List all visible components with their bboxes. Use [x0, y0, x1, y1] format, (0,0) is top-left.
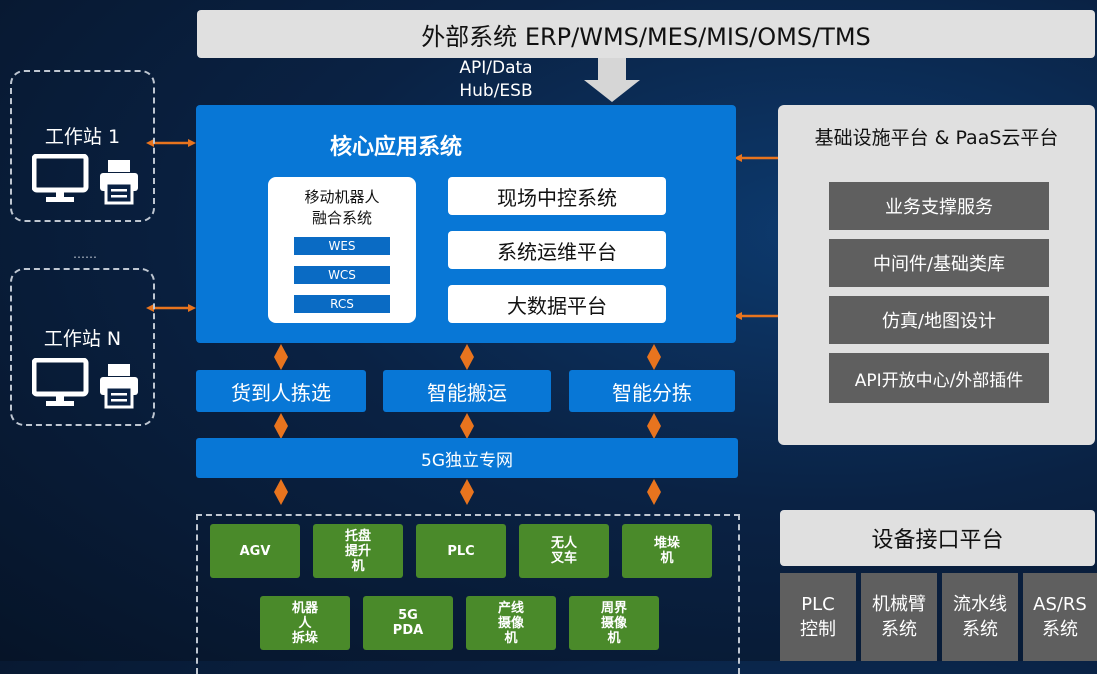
device-line-camera-line1: 产线	[497, 600, 524, 616]
smart-transport[interactable]: 智能搬运	[383, 370, 551, 412]
external-systems-label: 外部系统 ERP/WMS/MES/MIS/OMS/TMS	[421, 22, 871, 51]
5g-network-bar: 5G独立专网	[196, 438, 738, 478]
api-down-arrow	[584, 55, 640, 102]
robot-arm-system-box[interactable]: 机械臂 系统	[861, 573, 937, 661]
device-line-camera[interactable]: 产线 摄像 机	[466, 596, 556, 650]
assembly-line-line1: 流水线	[953, 594, 1007, 615]
business-support-service[interactable]: 业务支撑服务	[829, 182, 1049, 230]
device-forklift-line2: 叉车	[550, 551, 577, 566]
device-5g-pda-line2: PDA	[392, 623, 424, 638]
device-line-camera-line3: 机	[504, 630, 518, 646]
goods-to-person-picking[interactable]: 货到人拣选	[196, 370, 366, 412]
stations-ellipsis: ……	[73, 247, 97, 261]
workstation-n-label: 工作站 N	[43, 328, 122, 350]
core-system-title: 核心应用系统	[329, 135, 462, 160]
site-control-system[interactable]: 现场中控系统	[448, 177, 666, 215]
core-system-panel: 核心应用系统 移动机器人 融合系统 WES WCS RCS 现场中控系统 系统运…	[196, 105, 736, 343]
device-robot-depalletizer-line2: 人	[298, 615, 312, 631]
big-data-platform[interactable]: 大数据平台	[448, 285, 666, 323]
device-interface-title-bar: 设备接口平台	[780, 510, 1095, 566]
monitor-icon	[32, 358, 89, 406]
asrs-line2: 系统	[1042, 619, 1078, 640]
workstation-1-label: 工作站 1	[44, 126, 121, 148]
asrs-system-box[interactable]: AS/RS 系统	[1023, 573, 1097, 661]
assembly-line-line2: 系统	[962, 619, 998, 640]
api-label: API/Data Hub/ESB	[436, 56, 556, 104]
workstation-1[interactable]: 工作站 1	[10, 70, 155, 222]
infra-paas-title: 基础设施平台 & PaaS云平台	[814, 127, 1059, 149]
device-forklift-line1: 无人	[550, 536, 577, 551]
api-label-line1: API/Data	[459, 58, 533, 78]
robot-fusion-title-line1: 移动机器人	[304, 188, 380, 206]
wes-strip[interactable]: WES	[294, 237, 390, 255]
plc-control-line2: 控制	[800, 619, 836, 640]
device-pallet-lift-line3: 机	[351, 558, 365, 574]
device-perimeter-camera-line1: 周界	[600, 600, 627, 616]
robot-arm-line1: 机械臂	[872, 594, 926, 615]
device-pallet-lift-line2: 提升	[344, 543, 371, 559]
device-stacker-line1: 堆垛	[653, 536, 680, 551]
plc-control-box[interactable]: PLC 控制	[780, 573, 856, 661]
wcs-strip[interactable]: WCS	[294, 266, 390, 284]
device-5g-pda-line1: 5G	[398, 608, 418, 623]
middleware-library[interactable]: 中间件/基础类库	[829, 239, 1049, 287]
device-pallet-lift[interactable]: 托盘 提升 机	[313, 524, 403, 578]
robot-fusion-title-line2: 融合系统	[311, 209, 372, 227]
diamond-connectors	[274, 344, 661, 505]
printer-icon	[100, 160, 138, 205]
monitor-icon	[32, 154, 89, 202]
rcs-strip[interactable]: RCS	[294, 295, 390, 313]
robot-fusion-title: 移动机器人 融合系统	[268, 187, 416, 229]
printer-icon	[100, 364, 138, 409]
asrs-line1: AS/RS	[1033, 594, 1087, 615]
device-stacker[interactable]: 堆垛 机	[622, 524, 712, 578]
devices-area	[196, 514, 740, 674]
device-perimeter-camera-line2: 摄像	[600, 615, 627, 631]
assembly-line-system-box[interactable]: 流水线 系统	[942, 573, 1018, 661]
simulation-map-design[interactable]: 仿真/地图设计	[829, 296, 1049, 344]
device-robot-depalletizer-line1: 机器	[291, 600, 318, 616]
device-5g-pda[interactable]: 5G PDA	[363, 596, 453, 650]
device-perimeter-camera[interactable]: 周界 摄像 机	[569, 596, 659, 650]
device-plc[interactable]: PLC	[416, 524, 506, 578]
device-robot-depalletizer[interactable]: 机器 人 拆垛	[260, 596, 350, 650]
workstation-n[interactable]: 工作站 N	[10, 268, 155, 426]
device-line-camera-line2: 摄像	[497, 615, 524, 631]
device-robot-depalletizer-line3: 拆垛	[291, 630, 318, 646]
api-open-center[interactable]: API开放中心/外部插件	[829, 353, 1049, 403]
infra-paas-panel: 基础设施平台 & PaaS云平台 业务支撑服务 中间件/基础类库 仿真/地图设计…	[778, 105, 1095, 445]
robot-arm-line2: 系统	[881, 619, 917, 640]
device-agv-label: AGV	[239, 543, 271, 559]
plc-control-line1: PLC	[801, 594, 835, 615]
device-stacker-line2: 机	[660, 551, 674, 566]
device-plc-label: PLC	[447, 543, 475, 559]
device-agv[interactable]: AGV	[210, 524, 300, 578]
robot-fusion-box: 移动机器人 融合系统 WES WCS RCS	[268, 177, 416, 323]
api-label-line2: Hub/ESB	[459, 81, 533, 101]
device-forklift[interactable]: 无人 叉车	[519, 524, 609, 578]
ops-platform[interactable]: 系统运维平台	[448, 231, 666, 269]
device-perimeter-camera-line3: 机	[607, 630, 621, 646]
device-pallet-lift-line1: 托盘	[344, 528, 371, 544]
smart-sorting[interactable]: 智能分拣	[569, 370, 735, 412]
external-systems-bar: 外部系统 ERP/WMS/MES/MIS/OMS/TMS	[197, 10, 1095, 58]
